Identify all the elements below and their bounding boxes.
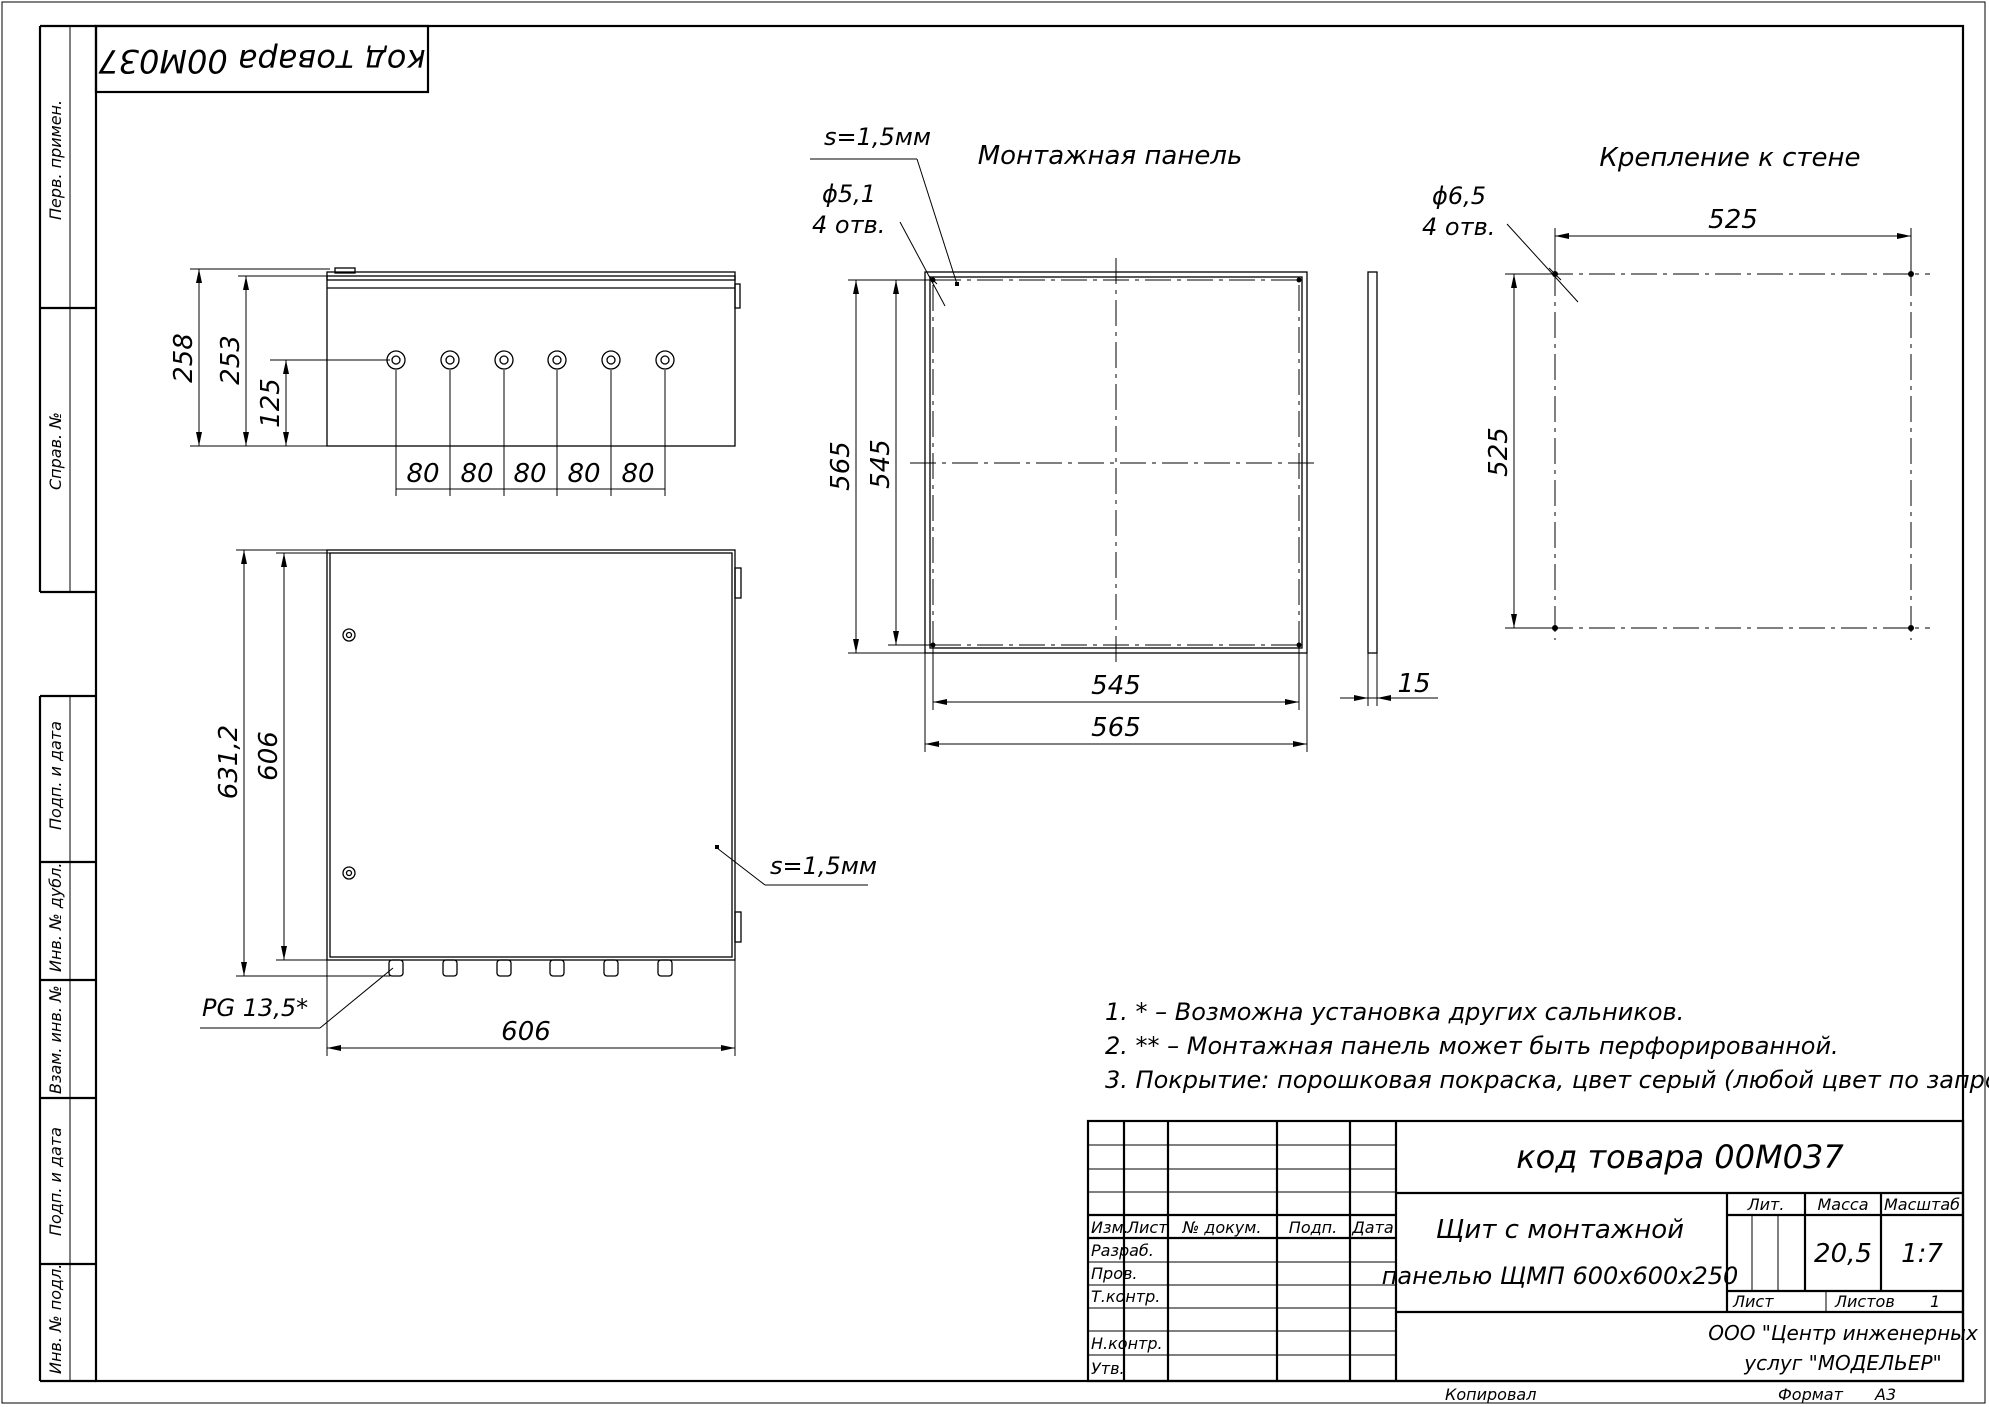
tb-listov-val: 1 bbox=[1930, 1292, 1940, 1311]
panel-dim-15: 15 bbox=[1397, 669, 1430, 699]
dim-80-4: 80 bbox=[567, 459, 600, 489]
wall-dim-525-vertical: 525 bbox=[1484, 427, 1514, 477]
wall-title: Крепление к стене bbox=[1599, 143, 1860, 173]
tb-lit: Лит. bbox=[1747, 1195, 1785, 1214]
dim-80-2: 80 bbox=[460, 459, 493, 489]
side-label-podp-data-1: Подп. и дата bbox=[46, 721, 65, 830]
wall-view: Крепление к стене ϕ6,5 4 отв. 525 525 bbox=[1422, 143, 1930, 640]
inner-frame bbox=[94, 24, 1965, 1383]
dim-253: 253 bbox=[216, 335, 246, 385]
wall-hole-dia: ϕ6,5 bbox=[1432, 182, 1486, 210]
tb-listov: Листов bbox=[1834, 1292, 1895, 1311]
tb-name-line1: Щит с монтажной bbox=[1436, 1215, 1684, 1245]
panel-dim-565-vertical: 565 bbox=[826, 441, 856, 491]
note-3: 3. Покрытие: порошковая покраска, цвет с… bbox=[1105, 1066, 1989, 1094]
dim-258: 258 bbox=[169, 333, 199, 383]
side-columns: Перв. примен. Справ. № Подп. и дата Инв.… bbox=[38, 24, 96, 1383]
dim-80-1: 80 bbox=[406, 459, 439, 489]
tb-hdr-podp: Подп. bbox=[1289, 1218, 1337, 1237]
side-label-inv-dubl: Инв. № дубл. bbox=[46, 863, 65, 972]
tb-org-line1: ООО "Центр инженерных bbox=[1708, 1321, 1978, 1345]
note-2: 2. ** – Монтажная панель может быть перф… bbox=[1105, 1032, 1839, 1060]
tb-name-line2: панелью ЩМП 600х600х250 bbox=[1382, 1262, 1739, 1290]
gland-label: PG 13,5* bbox=[202, 994, 308, 1022]
tb-massa: Масса bbox=[1817, 1195, 1868, 1214]
notes: 1. * – Возможна установка других сальник… bbox=[1105, 998, 1989, 1094]
tb-row-tkontr: Т.контр. bbox=[1091, 1287, 1160, 1306]
side-label-vzam-inv: Взам. инв. № bbox=[46, 985, 65, 1094]
panel-title: Монтажная панель bbox=[978, 141, 1243, 171]
tb-hdr-data: Дата bbox=[1351, 1218, 1393, 1237]
tb-hdr-list: Лист bbox=[1126, 1218, 1168, 1237]
code-stamp: код товара 00М037 bbox=[94, 24, 430, 94]
footer-kopiroval: Копировал bbox=[1445, 1385, 1536, 1404]
wall-hole-count: 4 отв. bbox=[1422, 213, 1495, 241]
tb-list: Лист bbox=[1732, 1292, 1774, 1311]
front-view: s=1,5мм PG 13,5* 631,2 606 606 bbox=[200, 549, 877, 1056]
dim-80-5: 80 bbox=[621, 459, 654, 489]
footer-format-val: А3 bbox=[1874, 1385, 1896, 1404]
code-stamp-text: код товара 00М037 bbox=[98, 42, 426, 80]
dim-606-horizontal: 606 bbox=[501, 1017, 551, 1047]
tb-row-prov: Пров. bbox=[1091, 1264, 1138, 1283]
side-label-podp-data-2: Подп. и дата bbox=[46, 1127, 65, 1236]
panel-dim-545-horizontal: 545 bbox=[1091, 671, 1141, 701]
tb-hdr-dokum: № докум. bbox=[1182, 1218, 1262, 1237]
tb-row-utv: Утв. bbox=[1091, 1359, 1125, 1378]
note-1: 1. * – Возможна установка других сальник… bbox=[1105, 998, 1684, 1026]
panel-view: Монтажная панель s=1,5мм ϕ5,1 4 отв. 565… bbox=[810, 123, 1438, 752]
footer: Копировал Формат А3 bbox=[1445, 1385, 1896, 1404]
tb-masshtab: Масштаб bbox=[1884, 1195, 1960, 1214]
side-label-perv-primen: Перв. примен. bbox=[46, 100, 65, 220]
tb-row-razrab: Разраб. bbox=[1091, 1241, 1154, 1260]
side-label-inv-podl: Инв. № подл. bbox=[46, 1264, 65, 1374]
panel-hole-count: 4 отв. bbox=[812, 211, 885, 239]
tb-row-nkontr: Н.контр. bbox=[1091, 1334, 1163, 1353]
top-view: 258 253 125 80 80 80 80 80 bbox=[169, 267, 741, 496]
dim-631-2: 631,2 bbox=[214, 725, 244, 799]
front-thickness-label: s=1,5мм bbox=[770, 852, 877, 880]
wall-dim-525-horizontal: 525 bbox=[1708, 205, 1758, 235]
side-label-sprav-no: Справ. № bbox=[46, 412, 65, 490]
footer-format: Формат bbox=[1778, 1385, 1844, 1404]
tb-code: код товара 00М037 bbox=[1516, 1138, 1844, 1176]
tb-hdr-izm: Изм. bbox=[1091, 1218, 1129, 1237]
dim-606-vertical: 606 bbox=[254, 731, 284, 781]
panel-dim-565-horizontal: 565 bbox=[1091, 713, 1141, 743]
front-view-glands bbox=[388, 959, 673, 977]
top-view-holes bbox=[386, 350, 675, 370]
tb-org-line2: услуг "МОДЕЛЬЕР" bbox=[1743, 1351, 1941, 1375]
panel-hole-dia: ϕ5,1 bbox=[822, 180, 876, 208]
panel-thickness-label: s=1,5мм bbox=[824, 123, 931, 151]
tb-masshtab-val: 1:7 bbox=[1901, 1239, 1943, 1269]
title-block: Изм. Лист № докум. Подп. Дата Разраб. Пр… bbox=[1086, 1119, 1978, 1383]
dim-80-3: 80 bbox=[513, 459, 546, 489]
panel-dim-545-vertical: 545 bbox=[866, 439, 896, 489]
dim-125: 125 bbox=[256, 378, 286, 428]
tb-massa-val: 20,5 bbox=[1814, 1239, 1872, 1269]
